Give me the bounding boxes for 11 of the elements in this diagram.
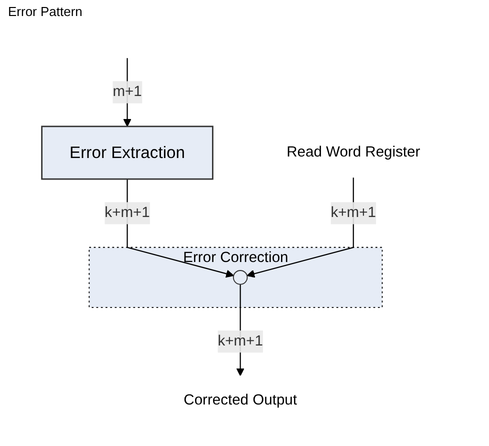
note-text: Error Pattern — [8, 4, 84, 19]
arrow — [126, 179, 234, 278]
edge-label: k+m+1 — [104, 204, 150, 221]
node-circle — [232, 270, 248, 285]
edge-label: m+1 — [112, 84, 142, 100]
cluster: Error Correction — [88, 246, 382, 308]
node-text: Read Word Register — [286, 144, 420, 160]
edge-label: k+m+1 — [330, 204, 376, 221]
edge-label: k+m+1 — [217, 333, 263, 349]
node-text: Corrected Output — [183, 392, 297, 408]
node-box: Error Extraction — [40, 126, 214, 180]
